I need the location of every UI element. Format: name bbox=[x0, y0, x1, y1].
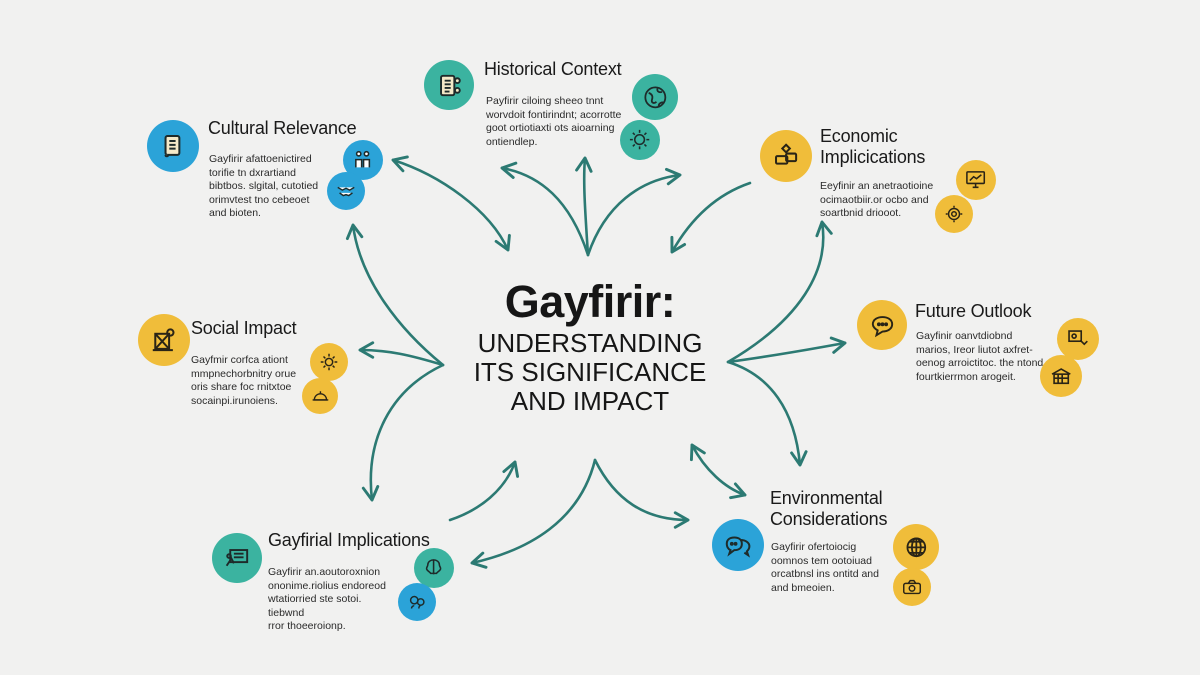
node-title: Environmental Considerations bbox=[770, 488, 888, 529]
easel-icon bbox=[138, 314, 190, 366]
globe-icon bbox=[632, 74, 678, 120]
scroll-icon bbox=[147, 120, 199, 172]
presentation-icon bbox=[1057, 318, 1099, 360]
speech-bubble-icon bbox=[857, 300, 907, 350]
center-subtitle: UNDERSTANDING ITS SIGNIFICANCE AND IMPAC… bbox=[473, 328, 707, 416]
globe-icon bbox=[893, 524, 939, 570]
node-title: Social Impact bbox=[191, 318, 297, 338]
building-icon bbox=[1040, 355, 1082, 397]
gear-icon bbox=[935, 195, 973, 233]
node-description: Gayfirir afattoenictired torifie tn dxra… bbox=[209, 153, 319, 219]
sun-gear-icon bbox=[310, 343, 348, 381]
node-description: Gayfirir an.aoutoroxnion ononime.riolius… bbox=[268, 566, 386, 632]
node-description: Gayfmir corfca ationt mmpnechorbnitry or… bbox=[191, 354, 297, 407]
blocks-monitor-icon bbox=[760, 130, 812, 182]
camera-icon bbox=[893, 568, 931, 606]
node-title: Historical Context bbox=[484, 59, 622, 79]
node-title: Gayfirial Implications bbox=[268, 530, 430, 550]
node-title: Cultural Relevance bbox=[208, 118, 357, 138]
chat-bubbles-icon bbox=[712, 519, 764, 571]
brain-icon bbox=[414, 548, 454, 588]
node-title: Future Outlook bbox=[915, 301, 1032, 321]
node-description: Payfirir ciloing sheeo tnnt worvdoit fon… bbox=[486, 95, 622, 148]
chart-monitor-icon bbox=[956, 160, 996, 200]
node-description: Eeyfinir an anetraotioine ocimaotbiir.or… bbox=[820, 180, 934, 219]
sun-icon bbox=[620, 120, 660, 160]
node-description: Gayfirir ofertoiocig oomnos tem ootoiuad… bbox=[771, 541, 879, 594]
center-title: Gayfirir: bbox=[504, 276, 676, 327]
node-title: Economic Implicications bbox=[820, 126, 926, 167]
scroll-icon bbox=[424, 60, 474, 110]
node-description: Gayfinir oanvtdiobnd marios, Ireor liuto… bbox=[916, 330, 1044, 383]
center-title-block: Gayfirir: UNDERSTANDING ITS SIGNIFICANCE… bbox=[440, 275, 740, 416]
speech-people-icon bbox=[398, 583, 436, 621]
handshake-icon bbox=[327, 172, 365, 210]
megaphone-icon bbox=[302, 378, 338, 414]
screen-icon bbox=[212, 533, 262, 583]
